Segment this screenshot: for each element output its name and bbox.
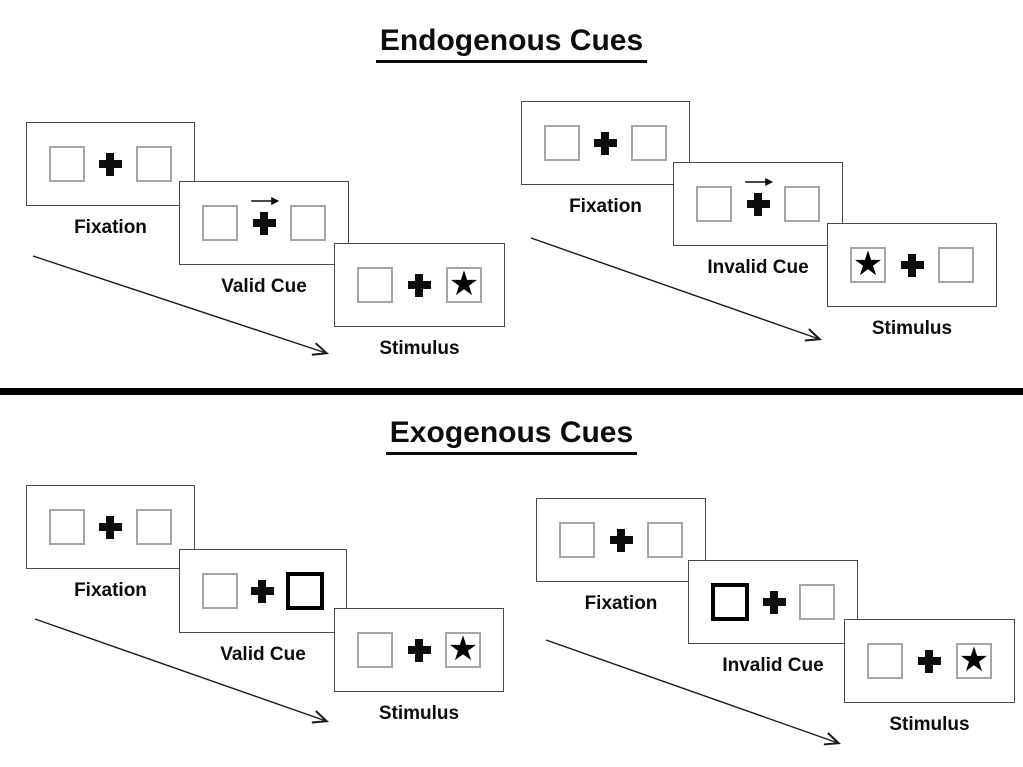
- frame-label: Stimulus: [889, 714, 970, 735]
- frame-panel: [521, 101, 690, 185]
- right-placeholder-box: [647, 522, 683, 558]
- left-placeholder-box: [867, 643, 903, 679]
- right-target-box: ★: [956, 643, 992, 679]
- right-arrow-icon: [251, 197, 280, 205]
- fixation-area: [886, 224, 938, 306]
- frame-panel: [26, 485, 195, 569]
- frame-panel: ★: [844, 619, 1015, 703]
- frame-valid-cue: Valid Cue: [179, 181, 349, 298]
- fixation-area: [85, 123, 136, 205]
- fixation-area: [238, 182, 290, 264]
- section-divider: [0, 388, 1023, 395]
- left-placeholder-box: [559, 522, 595, 558]
- left-placeholder-box: [49, 146, 85, 182]
- right-placeholder-box: [631, 125, 667, 161]
- right-placeholder-box: [290, 205, 326, 241]
- frame-panel: [673, 162, 843, 246]
- frame-label: Valid Cue: [221, 276, 307, 297]
- frame-label: Valid Cue: [220, 644, 306, 665]
- left-placeholder-box: [202, 205, 238, 241]
- fixation-cross-icon: [99, 515, 122, 539]
- frame-label: Fixation: [584, 593, 658, 614]
- fixation-area: [393, 244, 446, 326]
- left-placeholder-box: [49, 509, 85, 545]
- left-placeholder-box: [544, 125, 580, 161]
- fixation-cross-icon: [250, 579, 274, 603]
- frame-label: Invalid Cue: [707, 257, 809, 278]
- fixation-area: [749, 561, 799, 643]
- frame-label: Invalid Cue: [722, 655, 824, 676]
- frame-label: Stimulus: [871, 318, 953, 339]
- frame-label: Stimulus: [379, 338, 460, 359]
- left-placeholder-box: [357, 632, 393, 668]
- frame-stimulus: ★ Stimulus: [844, 619, 1015, 736]
- left-placeholder-box: [202, 573, 238, 609]
- fixation-cross-icon: [407, 638, 431, 662]
- fixation-area: [580, 102, 631, 184]
- frame-stimulus: ★ Stimulus: [827, 223, 997, 340]
- fixation-cross-icon: [99, 152, 122, 176]
- frame-panel: [688, 560, 858, 644]
- right-placeholder-box: [784, 186, 820, 222]
- frame-panel: [26, 122, 195, 206]
- star-icon: ★: [448, 263, 480, 304]
- section-title-exogenous: Exogenous Cues: [0, 416, 1023, 455]
- right-placeholder-box: [799, 584, 835, 620]
- right-highlighted-cue-box: [286, 572, 324, 610]
- frame-fixation: Fixation: [521, 101, 690, 218]
- frame-panel: [536, 498, 706, 582]
- fixation-cross-icon: [408, 273, 431, 297]
- frame-panel: ★: [827, 223, 997, 307]
- section-title-endogenous: Endogenous Cues: [0, 24, 1023, 63]
- fixation-cross-icon: [918, 649, 941, 673]
- fixation-area: [238, 550, 286, 632]
- frame-label: Fixation: [569, 196, 642, 217]
- right-target-box: ★: [446, 267, 482, 303]
- star-icon: ★: [958, 639, 990, 680]
- frame-fixation: Fixation: [536, 498, 706, 615]
- frame-stimulus: ★ Stimulus: [334, 243, 505, 360]
- fixation-area: [732, 163, 784, 245]
- frame-label: Stimulus: [378, 703, 460, 724]
- frame-label: Fixation: [74, 217, 147, 238]
- frame-stimulus: ★ Stimulus: [334, 608, 504, 725]
- fixation-area: [85, 486, 136, 568]
- section-title-exogenous-text: Exogenous Cues: [385, 416, 638, 455]
- frame-label: Fixation: [74, 580, 147, 601]
- frame-invalid-cue: Invalid Cue: [673, 162, 843, 279]
- fixation-area: [903, 620, 956, 702]
- fixation-cross-icon: [252, 211, 276, 235]
- star-icon: ★: [447, 628, 479, 669]
- section-title-endogenous-text: Endogenous Cues: [375, 24, 648, 63]
- right-placeholder-box: [938, 247, 974, 283]
- frame-invalid-cue: Invalid Cue: [688, 560, 858, 677]
- fixation-cross-icon: [746, 192, 770, 216]
- left-target-box: ★: [850, 247, 886, 283]
- frame-panel: [179, 549, 347, 633]
- frame-valid-cue: Valid Cue: [179, 549, 347, 666]
- frame-fixation: Fixation: [26, 122, 195, 239]
- frame-fixation: Fixation: [26, 485, 195, 602]
- fixation-cross-icon: [762, 590, 786, 614]
- fixation-cross-icon: [594, 131, 617, 155]
- star-icon: ★: [852, 243, 884, 284]
- fixation-area: [595, 499, 647, 581]
- frame-panel: ★: [334, 608, 504, 692]
- right-placeholder-box: [136, 509, 172, 545]
- right-target-box: ★: [445, 632, 481, 668]
- fixation-cross-icon: [900, 253, 924, 277]
- left-placeholder-box: [357, 267, 393, 303]
- fixation-cross-icon: [609, 528, 633, 552]
- left-placeholder-box: [696, 186, 732, 222]
- fixation-area: [393, 609, 445, 691]
- right-arrow-icon: [745, 178, 774, 186]
- right-placeholder-box: [136, 146, 172, 182]
- frame-panel: ★: [334, 243, 505, 327]
- frame-panel: [179, 181, 349, 265]
- left-highlighted-cue-box: [711, 583, 749, 621]
